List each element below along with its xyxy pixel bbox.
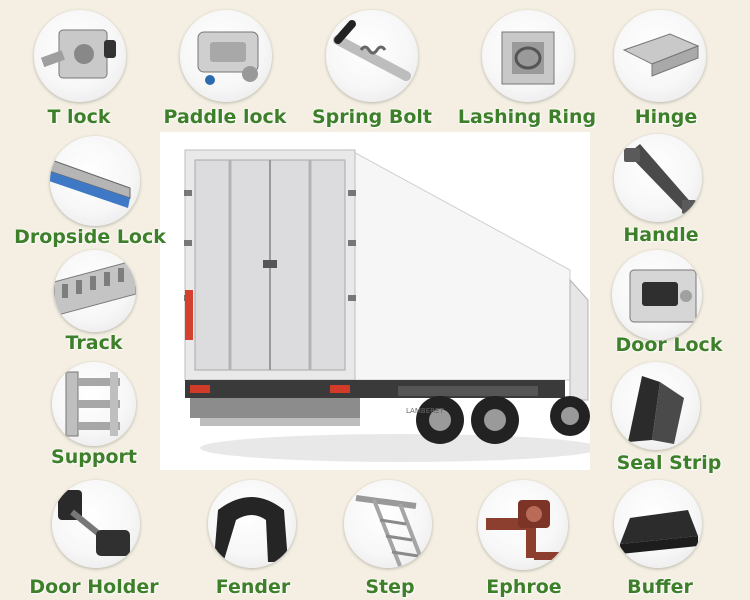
truck-image: LAMBERET — [170, 130, 590, 470]
t-lock-photo — [34, 10, 126, 102]
product-step[interactable]: Step — [330, 470, 450, 600]
product-fender[interactable]: Fender — [188, 470, 318, 600]
product-hinge[interactable]: Hinge — [602, 0, 750, 130]
lashing-ring-photo — [482, 10, 574, 102]
product-paddle-lock[interactable]: Paddle lock — [158, 0, 292, 130]
hinge-label: Hinge — [634, 106, 698, 128]
handle-photo — [614, 134, 702, 222]
product-dropside-lock[interactable]: Dropside Lock — [0, 132, 180, 250]
product-buffer[interactable]: Buffer — [594, 474, 750, 600]
paddle-lock-label: Paddle lock — [163, 106, 287, 128]
product-ephroe[interactable]: Ephroe — [458, 470, 590, 600]
truck-brand-text: LAMBERET — [406, 407, 444, 415]
lashing-ring-label: Lashing Ring — [457, 106, 597, 128]
seal-strip-photo — [612, 362, 700, 450]
support-label: Support — [51, 446, 137, 468]
support-photo — [52, 362, 136, 446]
step-photo — [344, 480, 432, 568]
product-door-holder[interactable]: Door Holder — [0, 470, 188, 600]
dropside-lock-photo — [50, 136, 140, 226]
spring-bolt-photo — [326, 10, 418, 102]
buffer-label: Buffer — [627, 576, 693, 598]
product-lashing-ring[interactable]: Lashing Ring — [452, 0, 602, 130]
product-track[interactable]: Track — [0, 250, 188, 358]
door-lock-photo — [612, 250, 702, 340]
spring-bolt-label: Spring Bolt — [311, 106, 433, 128]
step-label: Step — [365, 576, 415, 598]
product-t-lock[interactable]: T lock — [0, 0, 158, 130]
door-holder-photo — [52, 480, 140, 568]
product-spring-bolt[interactable]: Spring Bolt — [292, 0, 452, 130]
handle-label: Handle — [623, 224, 699, 246]
track-photo — [54, 250, 136, 332]
door-holder-label: Door Holder — [29, 576, 159, 598]
product-support[interactable]: Support — [0, 358, 188, 470]
product-seal-strip[interactable]: Seal Strip — [588, 360, 750, 474]
buffer-photo — [614, 480, 702, 568]
seal-strip-label: Seal Strip — [616, 452, 722, 474]
product-handle[interactable]: Handle — [592, 132, 750, 250]
door-lock-label: Door Lock — [615, 334, 723, 356]
hinge-photo — [614, 10, 706, 102]
paddle-lock-photo — [180, 10, 272, 102]
product-door-lock[interactable]: Door Lock — [588, 250, 750, 360]
t-lock-label: T lock — [47, 106, 111, 128]
ephroe-photo — [478, 480, 568, 570]
track-label: Track — [65, 332, 123, 354]
fender-photo — [208, 480, 296, 568]
ephroe-label: Ephroe — [486, 576, 562, 598]
dropside-lock-label: Dropside Lock — [14, 226, 166, 248]
fender-label: Fender — [215, 576, 291, 598]
